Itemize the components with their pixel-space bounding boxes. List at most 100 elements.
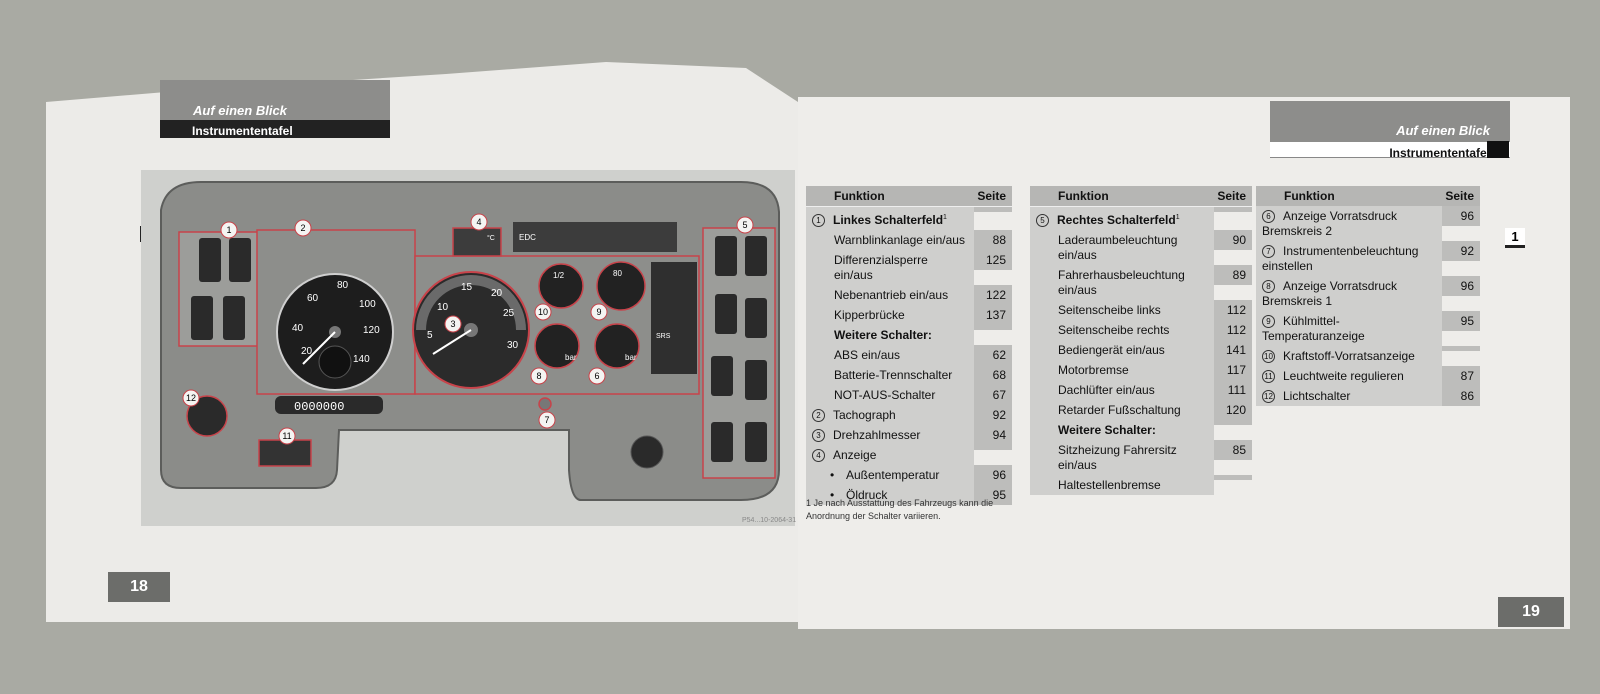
- header-seite: Seite: [1217, 189, 1246, 203]
- tacho-tick: 25: [503, 308, 515, 319]
- row-page: 62: [974, 345, 1012, 365]
- row-page: 89: [1214, 265, 1252, 285]
- row-page: [1214, 207, 1252, 212]
- footnote-marker: 1: [943, 214, 947, 221]
- table-row: Weitere Schalter:: [806, 325, 1012, 345]
- tacho-tick: 30: [507, 340, 519, 351]
- table-row: Nebenantrieb ein/aus 122: [806, 285, 1012, 305]
- row-page: [974, 445, 1012, 450]
- row-page: 96: [1442, 206, 1480, 226]
- row-number-badge: 2: [812, 409, 825, 422]
- row-page: 95: [1442, 311, 1480, 331]
- callout-12: 12: [186, 393, 196, 403]
- temp-unit: °C: [487, 234, 495, 242]
- callout-9: 9: [596, 307, 601, 317]
- row-function: Kipperbrücke: [834, 308, 905, 322]
- row-page: 122: [974, 285, 1012, 305]
- svg-text:SRS: SRS: [656, 333, 671, 340]
- callout-10: 10: [538, 307, 548, 317]
- row-function: ABS ein/aus: [834, 348, 901, 362]
- row-number-badge: 11: [1262, 370, 1275, 383]
- callouts: 1 2 3 4 5 6 7 8 9 10 11 12: [182, 213, 754, 445]
- header-seite: Seite: [1445, 189, 1474, 203]
- callout-1: 1: [226, 225, 231, 235]
- row-page: 111: [1214, 380, 1252, 400]
- right-header-title: Auf einen Blick: [1396, 123, 1490, 138]
- row-function: Weitere Schalter:: [1058, 423, 1156, 437]
- left-section-title: Instrumententafel: [192, 124, 293, 138]
- row-page: 87: [1442, 366, 1480, 386]
- table-row: ABS ein/aus 62: [806, 345, 1012, 365]
- row-page: [1214, 475, 1252, 480]
- row-page: 112: [1214, 300, 1252, 320]
- row-number-badge: 1: [812, 214, 825, 227]
- row-function: Anzeige Vorratsdruck Bremskreis 1: [1262, 279, 1398, 308]
- table-row: Batterie-Trennschalter 68: [806, 365, 1012, 385]
- row-page: 68: [974, 365, 1012, 385]
- callout-4: 4: [476, 217, 481, 227]
- table-row: Bediengerät ein/aus 141: [1030, 340, 1252, 360]
- row-function: Laderaumbeleuchtung ein/aus: [1058, 233, 1178, 262]
- svg-text:bar: bar: [565, 353, 577, 362]
- headlamp-range-control: [258, 439, 312, 467]
- row-function: Dachlüfter ein/aus: [1058, 383, 1155, 397]
- row-function: Tachograph: [833, 408, 896, 422]
- row-page: 94: [974, 425, 1012, 445]
- callout-5: 5: [742, 220, 747, 230]
- table-header: Funktion Seite: [1030, 186, 1252, 206]
- footnote-marker: 1: [1175, 214, 1180, 221]
- row-page: 95: [974, 485, 1012, 505]
- row-number-badge: 12: [1262, 390, 1275, 403]
- left-header-band: [160, 80, 390, 120]
- row-function: Motorbremse: [1058, 363, 1129, 377]
- row-page: 141: [1214, 340, 1252, 360]
- row-function: Retarder Fußschaltung: [1058, 403, 1181, 417]
- row-function: Batterie-Trennschalter: [834, 368, 953, 382]
- row-number-badge: 7: [1262, 245, 1275, 258]
- row-page: 96: [1442, 276, 1480, 296]
- tacho-tick: 20: [491, 288, 503, 299]
- row-number-badge: 6: [1262, 210, 1275, 223]
- row-page: 120: [1214, 400, 1252, 420]
- right-chapter-tab: 1: [1505, 228, 1525, 248]
- right-section-bar-end: [1487, 141, 1509, 158]
- header-funktion: Funktion: [1058, 189, 1109, 203]
- callout-3: 3: [450, 319, 455, 329]
- row-function: NOT-AUS-Schalter: [834, 388, 936, 402]
- svg-text:1/2: 1/2: [553, 271, 565, 280]
- row-page: [974, 207, 1012, 212]
- table-row: 3 Drehzahlmesser 94: [806, 425, 1012, 445]
- speedo-tick: 100: [359, 299, 376, 310]
- row-function: Drehzahlmesser: [833, 428, 921, 442]
- row-function: Lichtschalter: [1283, 389, 1351, 403]
- speedo-tick: 60: [307, 293, 319, 304]
- callout-7: 7: [544, 415, 549, 425]
- row-function: Kühlmittel-Temperaturanzeige: [1262, 314, 1365, 343]
- row-function: Bediengerät ein/aus: [1058, 343, 1165, 357]
- page-number-left: 18: [108, 572, 170, 602]
- row-function: Kraftstoff-Vorratsanzeige: [1283, 349, 1415, 363]
- left-section-bar: [160, 120, 390, 138]
- row-function: Anzeige Vorratsdruck Bremskreis 2: [1262, 209, 1398, 238]
- right-section-bar: [1270, 142, 1510, 158]
- tacho-tick: 5: [427, 330, 433, 341]
- row-number-badge: 3: [812, 429, 825, 442]
- row-function: Seitenscheibe links: [1058, 303, 1161, 317]
- row-function: Nebenantrieb ein/aus: [834, 288, 949, 302]
- speedo-tick: 40: [292, 323, 304, 334]
- light-switch: [186, 395, 228, 437]
- tacho-tick: 10: [437, 302, 449, 313]
